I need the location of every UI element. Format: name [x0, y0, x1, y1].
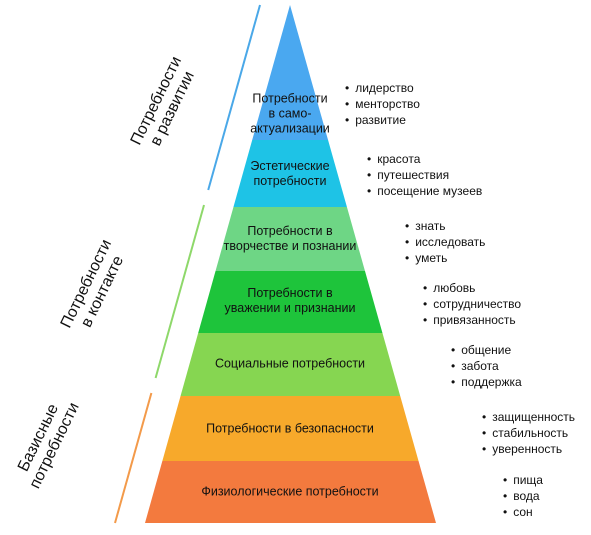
list-item: путешествия	[367, 167, 482, 183]
list-item: сон	[503, 504, 543, 520]
list-item: сотрудничество	[423, 296, 521, 312]
pyramid-level-4	[198, 271, 383, 333]
list-item: знать	[405, 218, 485, 234]
list-item: лидерство	[345, 80, 420, 96]
list-item: привязанность	[423, 312, 521, 328]
level-examples-list: лидерствоменторстворазвитие	[345, 80, 420, 128]
list-item: поддержка	[451, 374, 521, 390]
list-item: развитие	[345, 112, 420, 128]
list-item: уметь	[405, 250, 485, 266]
pyramid-level-1	[252, 5, 329, 140]
group-bracket-line	[154, 204, 205, 379]
pyramid-level-7	[145, 461, 436, 523]
pyramid-level-label: Потребности в само- актуализации	[250, 91, 330, 136]
list-item: пища	[503, 472, 543, 488]
list-item: забота	[451, 358, 522, 374]
level-examples-list: пищаводасон	[503, 472, 543, 520]
level-examples-list: знатьисследоватьуметь	[405, 218, 485, 266]
list-item: вода	[503, 488, 543, 504]
pyramid-level-2	[233, 140, 347, 207]
pyramid-level-label: Потребности в уважении и признании	[224, 286, 356, 315]
list-item: посещение музеев	[367, 183, 482, 199]
level-examples-list: защищенностьстабильностьуверенность	[482, 409, 575, 457]
level-examples-list: общениезаботаподдержка	[451, 342, 522, 390]
list-item: общение	[451, 342, 522, 358]
pyramid-level-label: Социальные потребности	[214, 356, 366, 371]
list-item: уверенность	[482, 441, 575, 457]
pyramid-level-label: Эстетические потребности	[250, 159, 330, 188]
pyramid-level-label: Потребности в творчестве и познании	[223, 224, 357, 253]
list-item: исследовать	[405, 234, 485, 250]
pyramid-level-3	[215, 207, 365, 271]
pyramid-level-label: Физиологические потребности	[201, 484, 379, 499]
pyramid-level-6	[162, 396, 419, 461]
list-item: стабильность	[482, 425, 575, 441]
level-examples-list: красотапутешествияпосещение музеев	[367, 151, 482, 199]
list-item: защищенность	[482, 409, 575, 425]
level-examples-list: любовьсотрудничествопривязанность	[423, 280, 521, 328]
group-bracket-line	[114, 392, 153, 524]
list-item: красота	[367, 151, 482, 167]
list-item: менторство	[345, 96, 420, 112]
list-item: любовь	[423, 280, 521, 296]
group-bracket-line	[207, 4, 261, 191]
pyramid-level-label: Потребности в безопасности	[206, 421, 374, 436]
pyramid-level-5	[180, 333, 401, 396]
